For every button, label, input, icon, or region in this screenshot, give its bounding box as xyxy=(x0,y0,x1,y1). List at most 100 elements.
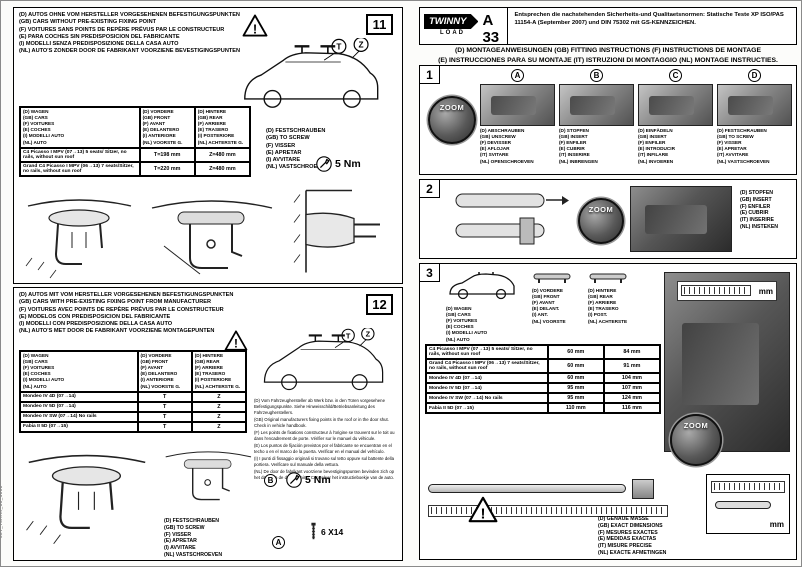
car-name: Mondeo IV 4D (07→14) xyxy=(426,373,548,383)
fitting-instructions-line1: (D) MONTAGEANWEISUNGEN (GB) FITTING INST… xyxy=(455,47,761,54)
panel-12-header: (D) AUTOS MIT VOM HERSTELLER VORGESEHENE… xyxy=(19,292,269,336)
step-3: 3 (D) WAGEN(GB) CARS(F) VOITURES(E) COCH… xyxy=(419,263,797,560)
language-line: (IT) SVITARE xyxy=(480,152,509,158)
substep-c: C (D) EINFÄDELN(GB) INSERT(F) ENFILER(E)… xyxy=(638,69,713,165)
rear-bar-icon xyxy=(589,273,627,283)
language-line: (GB) CARS WITH PRE-EXISTING FIXING POINT… xyxy=(19,299,212,306)
zoom-detail-circle: ZOOM xyxy=(670,414,722,466)
language-line: (F) ARRIERE xyxy=(588,300,617,306)
legend-rear: (D) HINTERE(GB) REAR(F) ARRIERE(E) TRASE… xyxy=(588,288,627,325)
column-header-line: (GB) CARS xyxy=(23,359,48,365)
doorframe-clamp-illustration xyxy=(293,189,380,273)
car-name: Mondeo IV 5D (07→14) xyxy=(20,401,138,412)
rear-value: Z=480 mm xyxy=(194,161,250,176)
front-distance: 60 mm xyxy=(547,373,604,383)
bar-position-row: Mondeo IV SW (07→14) No rails 95 mm 124 … xyxy=(426,393,660,403)
column-header-line: (F) ARRIERE xyxy=(197,121,226,127)
language-line: (D) ABSCHRAUBEN xyxy=(480,128,525,133)
car-name: Grand C4 Picasso I MPV (06→13) 7 seats/S… xyxy=(426,359,548,373)
crossbar-profile-illustration xyxy=(455,193,569,245)
torque-value: 5 Nm xyxy=(335,158,361,170)
panel-11: (D) AUTOS OHNE VOM HERSTELLER VORGESEHEN… xyxy=(13,7,403,284)
letter-a-marker: A xyxy=(511,69,524,82)
torque-wrench-icon xyxy=(316,156,332,172)
car-name: Mondeo IV 4D (07→14) xyxy=(20,391,138,402)
fitting-instructions-header: (D) MONTAGEANWEISUNGEN (GB) FITTING INST… xyxy=(419,46,797,66)
clamp-assembly-illustration xyxy=(151,200,273,275)
column-header-line: (NL) AUTO xyxy=(23,139,47,145)
column-header-line: (D) VORDERE xyxy=(140,353,172,358)
fitment-table-row: C4 Picasso I MPV (07→13) 5 seats/ Sitzer… xyxy=(20,147,250,162)
language-line: (IT) INSERIRE xyxy=(740,217,775,223)
fitment-table-row: Grand C4 Picasso I MPV (06→13) 7 seats/S… xyxy=(20,161,250,176)
zoom-label: ZOOM xyxy=(683,421,709,430)
car-name: Grand C4 Picasso I MPV (06→13) 7 seats/S… xyxy=(20,161,140,176)
column-header-line: (E) DELANTERO xyxy=(140,371,178,377)
language-line: (NL) AUTO'S MET DOOR DE FABRIKANT VOORZI… xyxy=(19,328,215,335)
language-line: (NL) VASTSCHROEVEN xyxy=(164,551,223,558)
column-header-line: (E) DELANTERO xyxy=(142,127,180,133)
mark-t: T xyxy=(336,42,341,52)
column-header-line: (GB) FRONT xyxy=(140,359,169,365)
column-header-line: (I) ANTERIORE xyxy=(140,377,174,383)
column-header-line: (F) VOITURES xyxy=(23,121,55,127)
note-line: (I) I punti di fissaggio originali si tr… xyxy=(254,456,394,467)
front-value: T=198 mm xyxy=(139,147,195,162)
mark-z: Z xyxy=(366,330,371,339)
note-line: (E) Los puntos de fijación previstos por… xyxy=(254,443,392,454)
step-number-badge: 3 xyxy=(419,263,440,282)
language-line: (D) WAGEN xyxy=(446,306,472,311)
language-line: (NL) VASTSCHROEVEN xyxy=(266,164,329,171)
column-header-line: (GB) REAR xyxy=(197,115,223,121)
rear-value: Z xyxy=(191,391,246,402)
language-line: (GB) INSERT xyxy=(638,134,667,140)
letter-b-marker: B xyxy=(590,69,603,82)
column-header-line: (E) TRASERO xyxy=(197,127,229,133)
language-line: (F) ENFILER xyxy=(559,140,587,146)
language-line: (NL) OPENSCHROEVEN xyxy=(480,158,534,164)
language-line: (GB) FRONT xyxy=(532,294,560,300)
point-b-marker: B xyxy=(264,474,277,487)
language-line: (D) GENAUE MASSE xyxy=(598,516,649,522)
car-roof-illustration: T Z xyxy=(263,328,384,391)
crossbar-icon xyxy=(428,484,626,493)
torque-wrench-icon xyxy=(286,472,302,488)
column-header-line: (E) TRASERO xyxy=(194,371,226,377)
language-line: (E) APRETAR xyxy=(717,146,747,152)
language-line: (NL) VASTSCHROEVEN xyxy=(717,158,770,164)
torque-spec: 5 Nm xyxy=(286,472,331,488)
rear-distance: 116 mm xyxy=(603,403,660,413)
front-distance: 110 mm xyxy=(547,403,604,413)
language-line: (E) PARA COCHES SIN PREDISPOSICION DEL F… xyxy=(19,33,180,40)
language-line: (NL) ACHTERSTE xyxy=(588,318,628,324)
warning-icon: ! xyxy=(242,14,268,37)
language-line: (D) STOPFEN xyxy=(740,190,774,196)
brand-name: TWINNY xyxy=(424,14,479,29)
language-line: (F) VOITURES xyxy=(446,318,478,324)
language-line: (F) ENFILER xyxy=(740,203,771,210)
language-line: (F) VISSER xyxy=(717,140,742,146)
language-line: (D) HINTERE xyxy=(588,288,617,293)
language-line: (IT) MISURE PRECISE xyxy=(598,543,652,549)
mark-t: T xyxy=(346,331,351,340)
column-header-line: (GB) REAR xyxy=(194,359,220,365)
fitting-instructions-line2: (E) INSTRUCCIONES PARA SU MONTAJE (IT) I… xyxy=(438,56,778,64)
language-line: (D) FESTSCHRAUBEN xyxy=(266,128,326,134)
car-name: Mondeo IV 5D (07→14) xyxy=(426,383,548,393)
fitment-table-row: Mondeo IV 4D (07→14) T Z xyxy=(20,391,246,402)
car-name: Mondeo IV SW (07→14) No rails xyxy=(426,393,548,403)
letter-c-marker: C xyxy=(669,69,682,82)
step-3-photo: mm xyxy=(664,272,790,452)
substep-b-photo xyxy=(559,84,634,126)
fixing-point-illustration xyxy=(165,451,252,501)
column-header-line: (F) AVANT xyxy=(142,121,166,127)
column-header-line: (GB) FRONT xyxy=(142,115,171,121)
rear-value: Z=480 mm xyxy=(194,147,250,162)
column-header-line: (D) HINTERE xyxy=(194,353,224,358)
substep-a-photo xyxy=(480,84,555,126)
column-header-line: (I) MODELLI AUTO xyxy=(23,133,65,139)
note-line: (GB) Original manufacturers fixing point… xyxy=(254,416,389,428)
language-line: (D) AUTOS OHNE VOM HERSTELLER VORGESEHEN… xyxy=(19,12,240,18)
language-line: (E) CUBRIR xyxy=(559,146,585,152)
